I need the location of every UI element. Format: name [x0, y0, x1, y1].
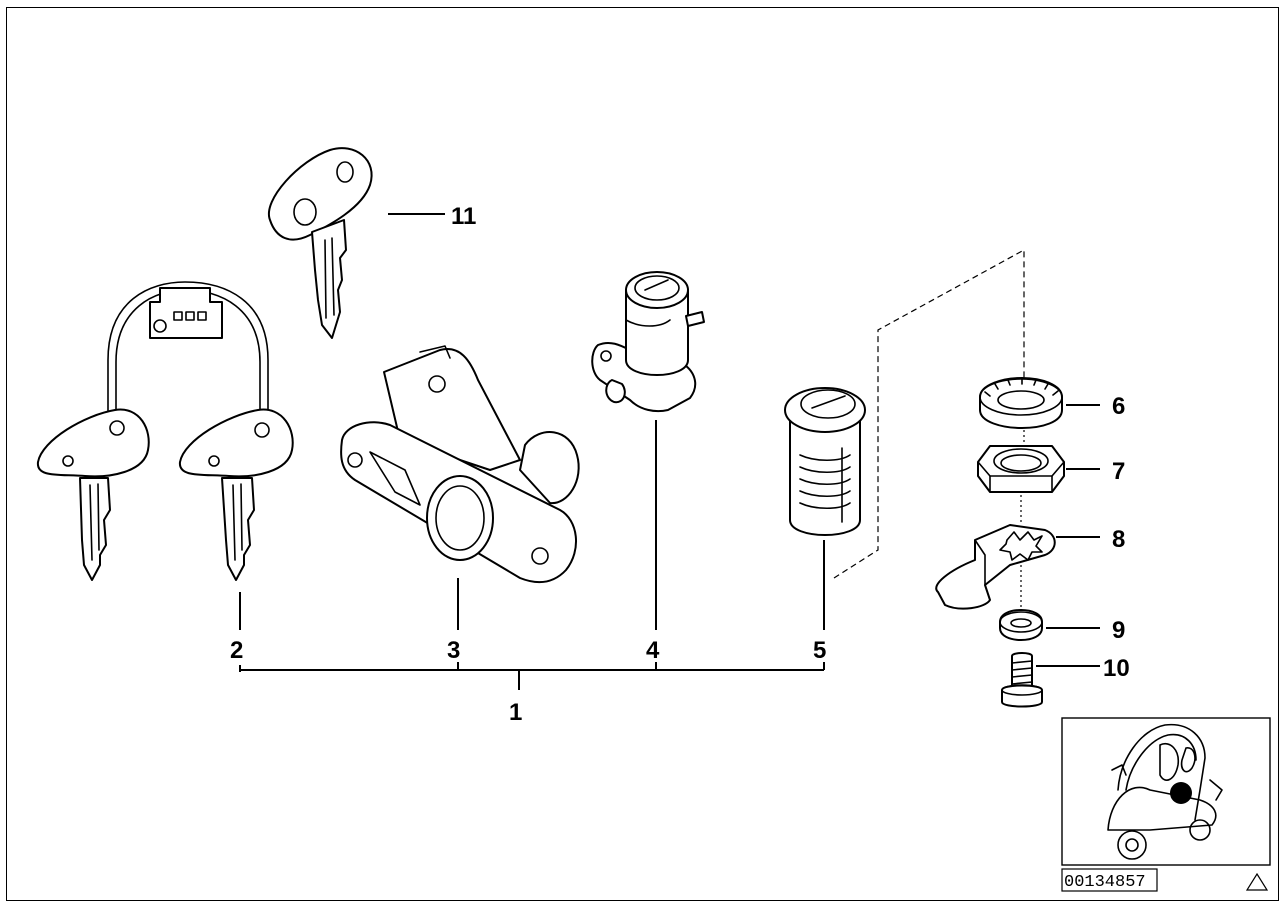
scooter-icon: [1107, 723, 1223, 860]
callout-8: 8: [1112, 526, 1125, 553]
reference-number: 00134857: [1064, 873, 1146, 892]
lock-washer-part-9[interactable]: [999, 609, 1043, 641]
callout-6: 6: [1112, 393, 1125, 420]
vehicle-location-thumbnail[interactable]: [1061, 717, 1271, 866]
diagram-frame: [6, 7, 1279, 901]
lock-plate-part-3[interactable]: [340, 345, 580, 584]
callout-9: 9: [1112, 617, 1125, 644]
callout-5: 5: [813, 637, 826, 664]
reference-number-box: 00134857: [1061, 868, 1158, 892]
callout-2: 2: [230, 637, 243, 664]
locking-cam-part-8[interactable]: [935, 524, 1056, 610]
warning-triangle-icon: [1245, 872, 1269, 891]
callout-4: 4: [646, 637, 660, 664]
callout-10: 10: [1103, 655, 1130, 682]
cylinder-insert-part-5[interactable]: [784, 387, 866, 536]
callout-3: 3: [447, 637, 460, 664]
callout-1: 1: [509, 699, 522, 726]
hex-nut-part-7[interactable]: [977, 445, 1065, 493]
key-part-11[interactable]: [267, 147, 373, 339]
key-set-part-2[interactable]: [36, 281, 294, 581]
serrated-washer-part-6[interactable]: [979, 377, 1063, 429]
screw-part-10[interactable]: [1001, 652, 1043, 708]
callout-11: 11: [451, 203, 476, 230]
callout-7: 7: [1112, 458, 1125, 485]
location-marker: [1170, 782, 1192, 804]
lock-cylinder-part-4[interactable]: [591, 271, 705, 413]
